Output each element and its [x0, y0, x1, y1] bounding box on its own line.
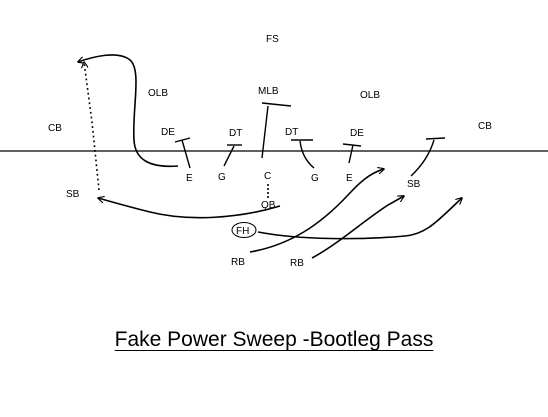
e-left-route	[78, 54, 179, 168]
label-e-left: E	[186, 173, 193, 184]
block-right-guard	[291, 139, 315, 169]
label-rb-left: RB	[231, 257, 245, 268]
label-fh: FH	[236, 226, 249, 237]
label-olb-left: OLB	[148, 88, 168, 99]
block-right-slotback	[410, 137, 446, 177]
label-rb-right: RB	[290, 258, 304, 269]
label-de-right: DE	[350, 128, 364, 139]
label-sb-left: SB	[66, 189, 80, 200]
block-right-end	[342, 143, 362, 164]
label-mlb: MLB	[258, 86, 279, 97]
fh-circle	[231, 222, 257, 238]
block-left-guard	[223, 144, 242, 167]
label-qb: QB	[261, 200, 276, 211]
sb-left-route	[84, 62, 100, 191]
block-center	[261, 102, 292, 159]
fh-sweep-route	[257, 198, 462, 240]
label-c: C	[264, 171, 271, 182]
label-olb-right: OLB	[360, 90, 380, 101]
rb-right-route	[311, 196, 404, 259]
label-sb-right: SB	[407, 179, 421, 190]
label-g-left: G	[218, 172, 226, 183]
play-title-text: Fake Power Sweep -Bootleg Pass	[114, 328, 434, 351]
block-left-end	[174, 137, 191, 169]
label-fs: FS	[266, 34, 279, 45]
label-cb-right: CB	[478, 121, 492, 132]
qb-bootleg-route	[98, 198, 281, 219]
rb-left-route	[249, 169, 384, 253]
label-dt-left: DT	[229, 128, 242, 139]
label-cb-left: CB	[48, 123, 62, 134]
label-de-left: DE	[161, 127, 175, 138]
label-g-right: G	[311, 173, 319, 184]
label-e-right: E	[346, 173, 353, 184]
play-title: Fake Power Sweep -Bootleg Pass	[0, 328, 548, 352]
label-dt-right: DT	[285, 127, 298, 138]
